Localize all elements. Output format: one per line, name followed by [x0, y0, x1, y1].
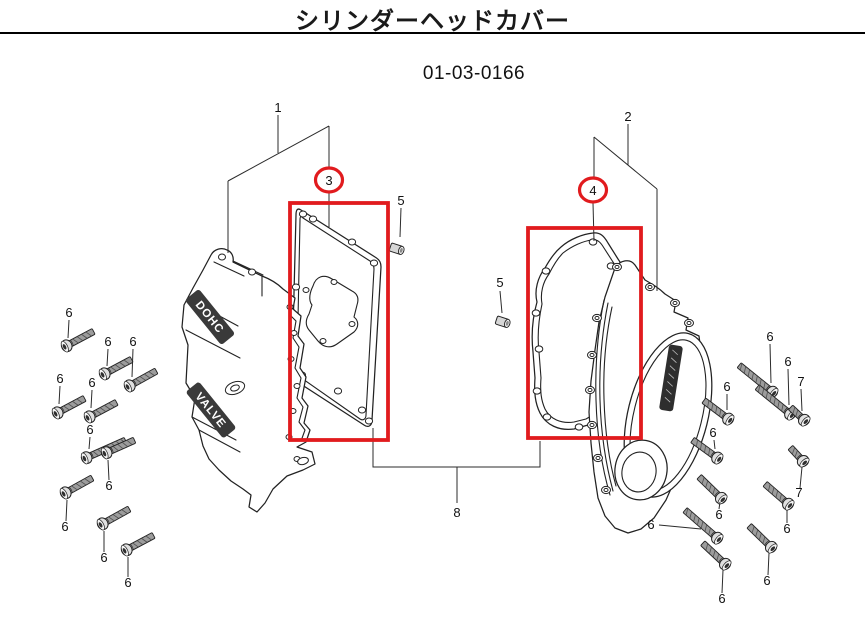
- bolt-6: [97, 354, 134, 381]
- highlight-box-part4: [526, 226, 643, 440]
- bolt-6: [735, 361, 780, 400]
- dowel-pin-left: [388, 242, 406, 256]
- callout-7: 7: [795, 485, 802, 500]
- callout-6: 6: [715, 507, 722, 522]
- bolt-6: [95, 504, 132, 532]
- callout-labels: 1 2 5 5 8 6 6 6 6 6 6 6 6 6 6 6 6 7 6 6 …: [56, 100, 804, 606]
- callout-6: 6: [723, 379, 730, 394]
- leader-lines: [58, 115, 803, 594]
- callout-6: 6: [763, 573, 770, 588]
- bolt-7: [786, 443, 811, 469]
- callout-7: 7: [797, 374, 804, 389]
- callout-6: 6: [784, 354, 791, 369]
- cover-emblem: [659, 344, 683, 412]
- callout-8: 8: [453, 505, 460, 520]
- bolt-6: [99, 435, 136, 460]
- callout-5: 5: [397, 193, 404, 208]
- callout-6: 6: [88, 375, 95, 390]
- callout-1: 1: [274, 100, 281, 115]
- callout-6: 6: [124, 575, 131, 590]
- bolt-6: [119, 530, 156, 557]
- cover-ear-bosses: [585, 262, 694, 495]
- callout-6: 6: [100, 550, 107, 565]
- page-title: シリンダーヘッドカバー: [295, 8, 570, 35]
- highlight-circle-part3: [313, 166, 345, 194]
- highlight-circle-part4: [577, 176, 609, 204]
- callout-6: 6: [647, 517, 654, 532]
- callout-6: 6: [86, 422, 93, 437]
- bolt-6: [745, 522, 779, 555]
- callout-6: 6: [709, 425, 716, 440]
- callout-2: 2: [624, 109, 631, 124]
- bolt-6: [695, 473, 729, 506]
- callout-6: 6: [56, 371, 63, 386]
- bolt-6: [122, 366, 159, 394]
- title-divider: [0, 32, 865, 34]
- bolt-6: [761, 479, 796, 511]
- callout-6: 6: [718, 591, 725, 606]
- bolt-6: [58, 473, 95, 501]
- callout-6: 6: [766, 329, 773, 344]
- highlight-annotations: 3 4: [288, 166, 643, 442]
- callout-6: 6: [783, 521, 790, 536]
- bolt-6: [82, 397, 119, 424]
- callout-6: 6: [104, 334, 111, 349]
- callout-5: 5: [496, 275, 503, 290]
- highlight-box-part3: [288, 201, 390, 442]
- bolt-6: [59, 326, 96, 353]
- dowel-pin-right: [494, 315, 512, 329]
- bolt-6: [50, 393, 87, 420]
- callout-6: 6: [61, 519, 68, 534]
- callout-6: 6: [129, 334, 136, 349]
- callout-6: 6: [65, 305, 72, 320]
- part-number: 01-03-0166: [422, 63, 526, 84]
- callout-6: 6: [105, 478, 112, 493]
- side-cover-drawing: [585, 260, 713, 534]
- callout-4: 4: [589, 183, 596, 198]
- head-cover-gasket-drawing: [289, 208, 382, 427]
- cylinder-head-cover-drawing: DOHC VALVE: [181, 248, 316, 513]
- callout-3: 3: [325, 173, 332, 188]
